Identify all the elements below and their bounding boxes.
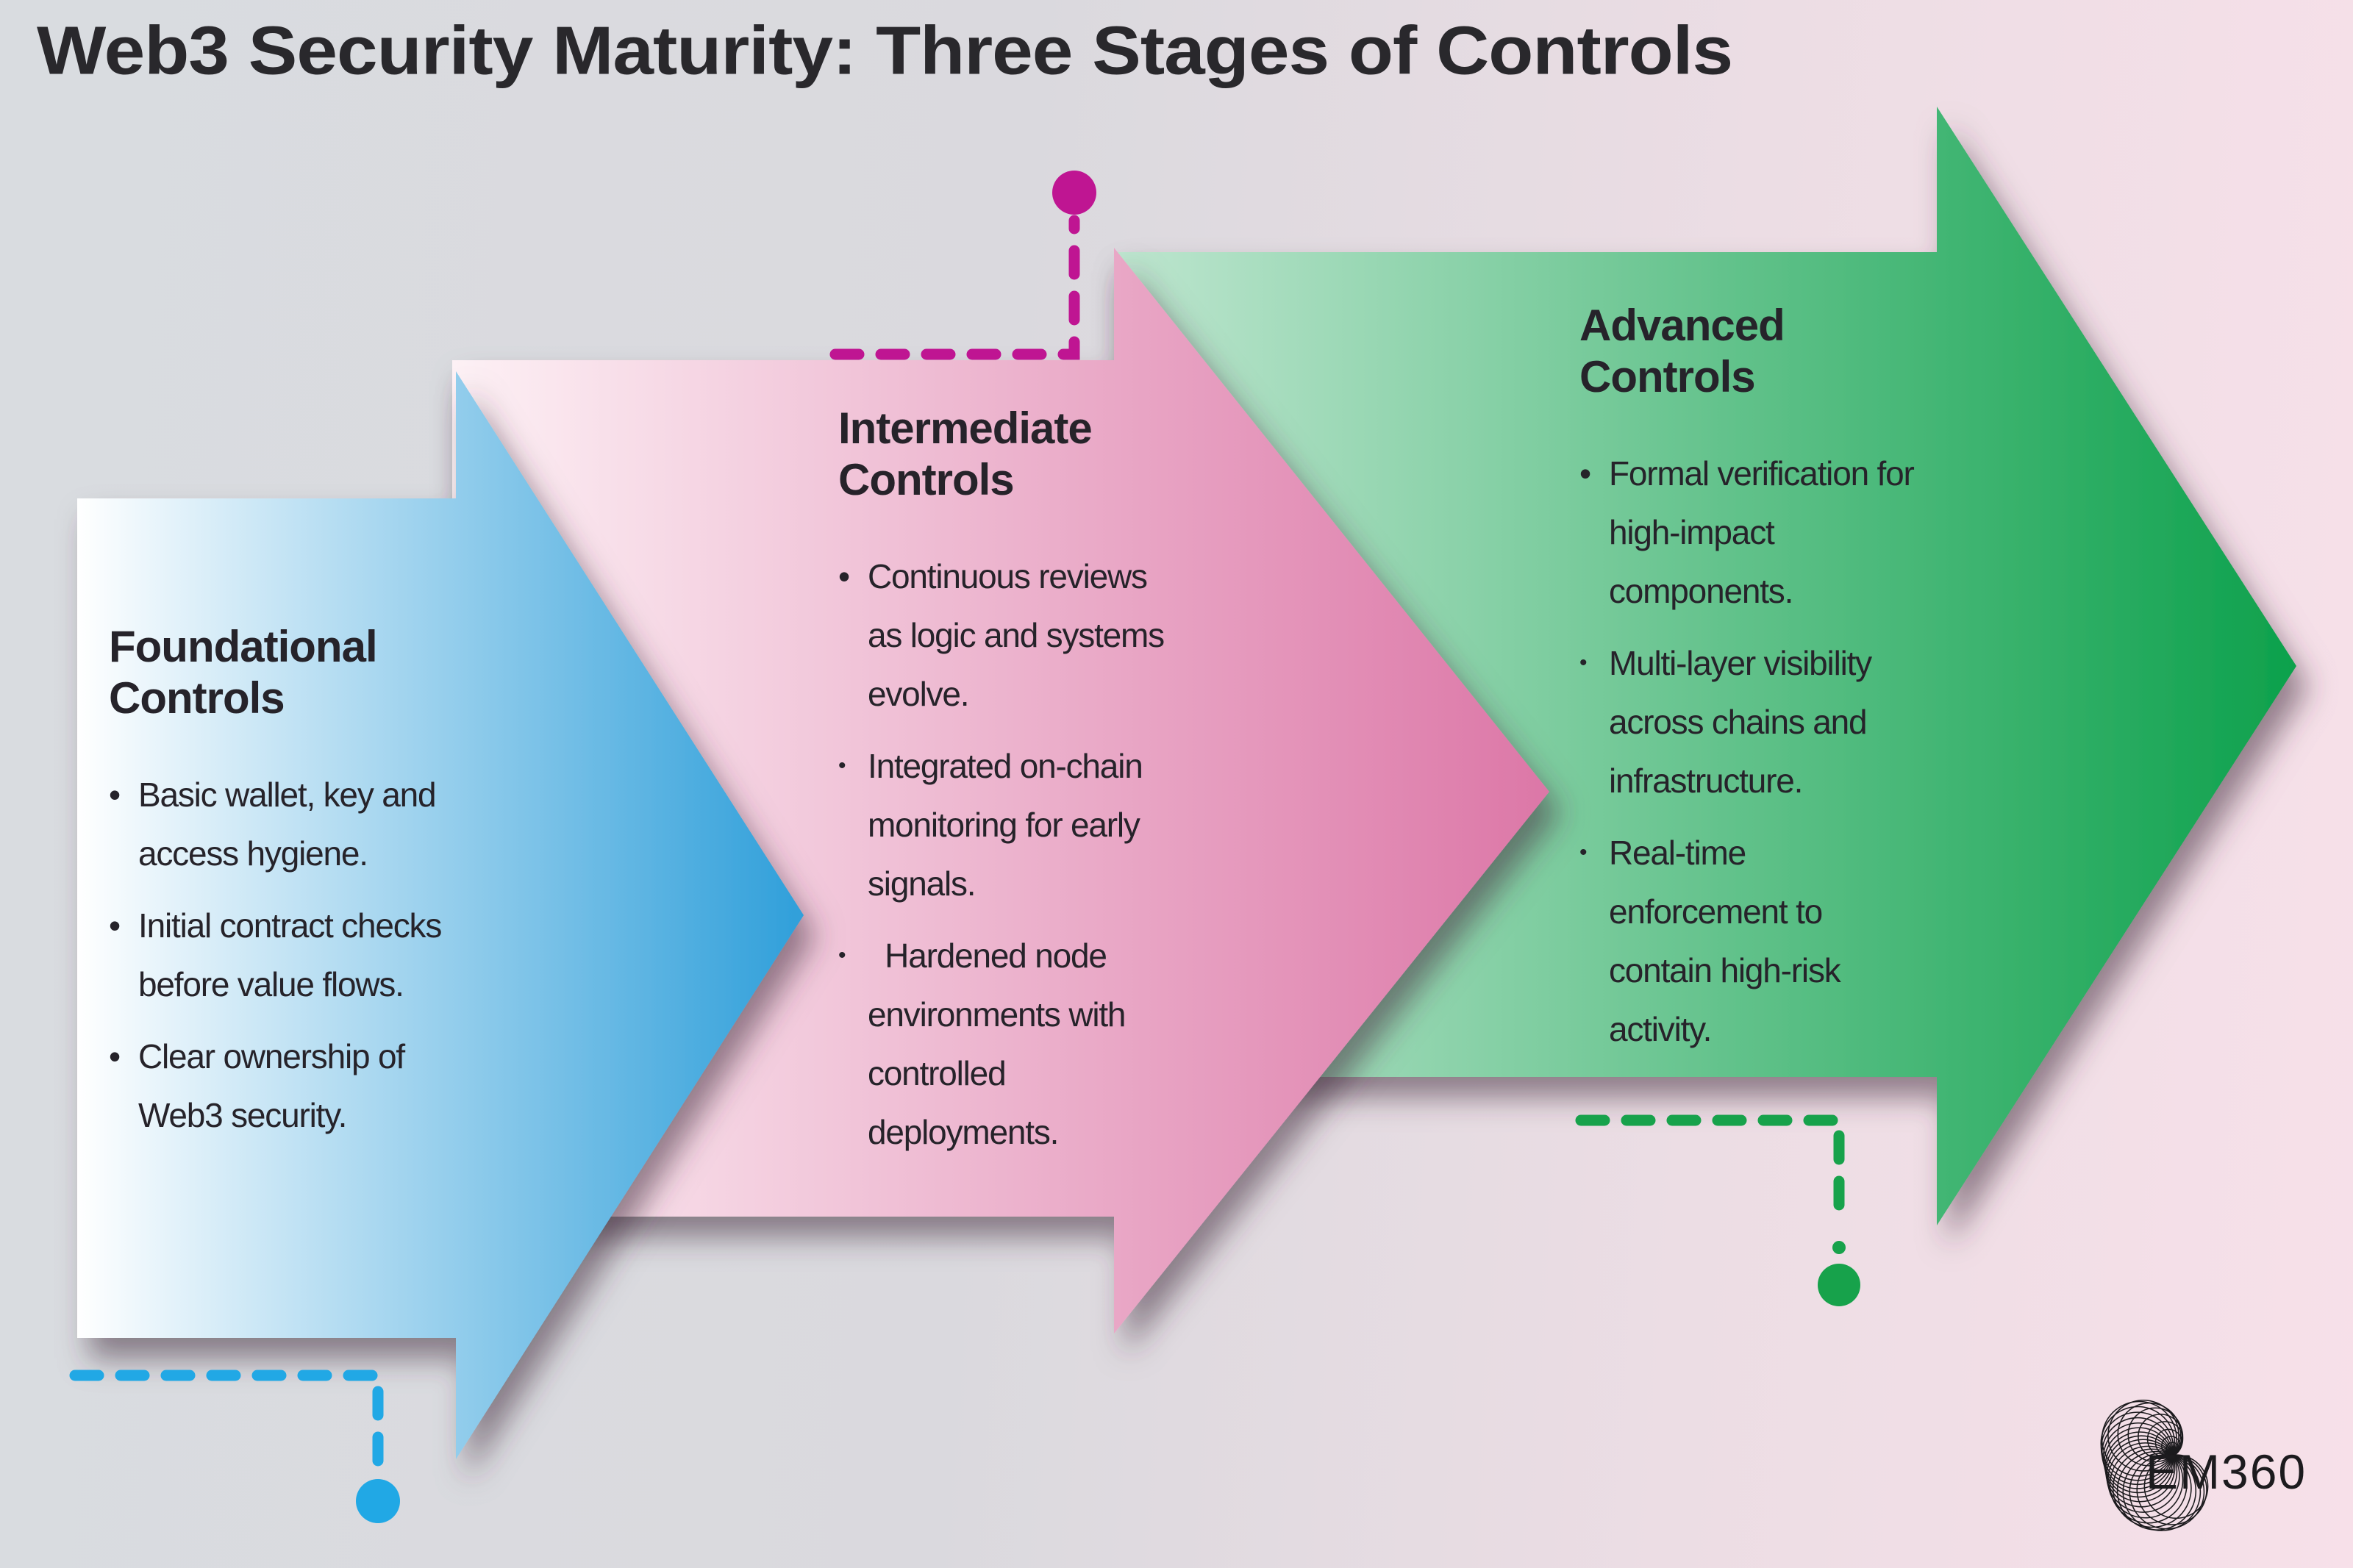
bullet-text: Multi-layer visibility across chains and… bbox=[1609, 644, 1880, 800]
bullet-dot-icon: • bbox=[109, 776, 121, 814]
bullet-dot-icon: • bbox=[109, 1037, 121, 1075]
bullet-text: Initial contract checks before value flo… bbox=[138, 906, 450, 1003]
bullet-item: • Continuous reviews as logic and system… bbox=[838, 547, 1165, 723]
stage2-bullet-list: • Continuous reviews as logic and system… bbox=[838, 547, 1165, 1161]
bullet-dot-icon: • bbox=[838, 753, 846, 778]
bullet-dot-icon: • bbox=[838, 557, 851, 595]
stage3-connector-dot bbox=[1818, 1264, 1860, 1306]
stage2-arrow-shape bbox=[452, 248, 1549, 1333]
bullet-text: Integrated on-chain monitoring for early… bbox=[868, 747, 1151, 903]
bullet-item: • Integrated on-chain monitoring for ear… bbox=[838, 737, 1165, 913]
em360-logo-rings bbox=[2100, 1400, 2209, 1531]
em360-logo-mark-icon bbox=[2100, 1400, 2209, 1531]
stage1-connector-dot bbox=[356, 1479, 400, 1523]
em360-logo-text: EM360 bbox=[2146, 1445, 2307, 1499]
page-title: Web3 Security Maturity: Three Stages of … bbox=[37, 12, 1733, 90]
bullet-item: • Clear ownership of Web3 security. bbox=[109, 1027, 476, 1145]
stage1-title: Foundational Controls bbox=[109, 622, 378, 723]
bullet-dot-icon: • bbox=[838, 943, 846, 967]
stage3-connector-middot bbox=[1832, 1241, 1846, 1254]
bullet-text: Hardened node environments with controll… bbox=[868, 937, 1134, 1151]
bullet-dot-icon: • bbox=[1579, 454, 1592, 493]
bullet-item: • Multi-layer visibility across chains a… bbox=[1579, 634, 1932, 810]
stage2-connector-dot bbox=[1052, 171, 1096, 215]
bullet-item: • Basic wallet, key and access hygiene. bbox=[109, 765, 476, 883]
em360-logo: EM360 bbox=[2052, 1369, 2346, 1538]
bullet-dot-icon: • bbox=[1579, 651, 1588, 675]
bullet-item: • Real-time enforcement to contain high-… bbox=[1579, 823, 1932, 1059]
stage2-connector-line bbox=[829, 215, 1080, 360]
stage3-bullet-list: • Formal verification for high-impact co… bbox=[1579, 444, 1932, 1059]
bullet-text: Real-time enforcement to contain high-ri… bbox=[1609, 834, 1849, 1048]
bullet-dot-icon: • bbox=[1579, 840, 1588, 864]
stage1-connector-line bbox=[69, 1370, 384, 1479]
stage3-connector-line bbox=[1575, 1114, 1845, 1232]
bullet-text: Formal verification for high-impact comp… bbox=[1609, 454, 1923, 610]
stage2-title: Intermediate Controls bbox=[838, 404, 1093, 504]
bullet-text: Basic wallet, key and access hygiene. bbox=[138, 776, 444, 873]
bullet-text: Continuous reviews as logic and systems … bbox=[868, 557, 1165, 713]
bullet-item: • Formal verification for high-impact co… bbox=[1579, 444, 1932, 620]
bullet-dot-icon: • bbox=[109, 906, 121, 945]
bullet-item: • Hardened node environments with contro… bbox=[838, 926, 1165, 1161]
stage3-title: Advanced Controls bbox=[1579, 301, 1785, 401]
bullet-text: Clear ownership of Web3 security. bbox=[138, 1037, 413, 1134]
stage2-panel: Intermediate Controls • Continuous revie… bbox=[838, 403, 1165, 1175]
stage1-panel: Foundational Controls • Basic wallet, ke… bbox=[109, 621, 476, 1158]
bullet-item: • Initial contract checks before value f… bbox=[109, 896, 476, 1014]
stage3-panel: Advanced Controls • Formal verification … bbox=[1579, 300, 1932, 1072]
stage1-arrow-shape bbox=[77, 371, 804, 1459]
stage1-bullet-list: • Basic wallet, key and access hygiene. … bbox=[109, 765, 476, 1145]
